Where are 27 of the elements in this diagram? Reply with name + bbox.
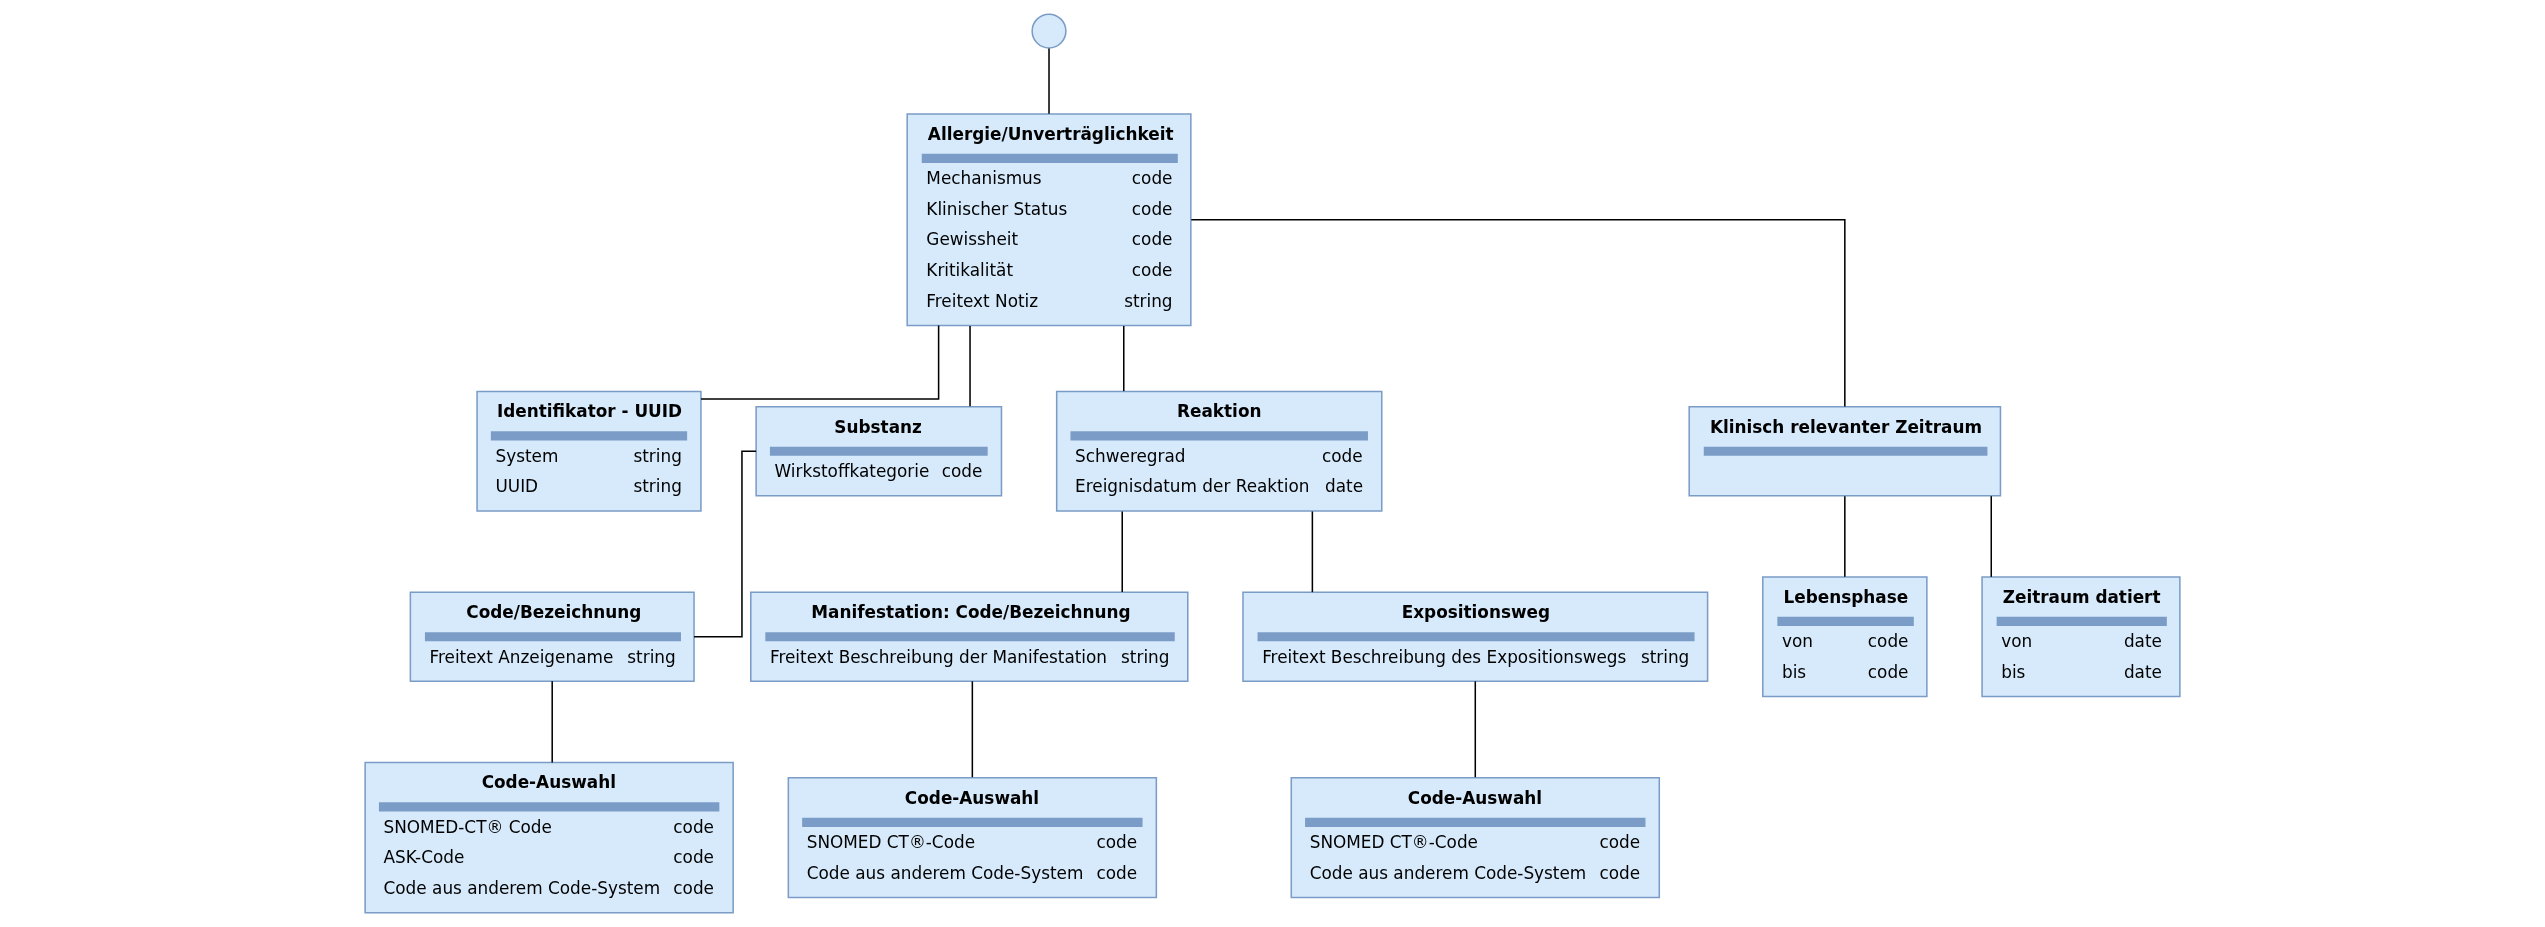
connector [1474, 680, 1477, 778]
node-box: Substanz Wirkstoffkategorie code [755, 406, 1003, 497]
node-box: Manifestation: Code/Bezeichnung Freitext Beschreibung der Manifestation string [750, 591, 1189, 682]
node-box: Code-Auswahl SNOMED CT®-Code code Code aus anderem Code-System code [787, 777, 1158, 899]
node-box: Klinisch relevanter Zeitraum [1688, 406, 2002, 497]
connector [1123, 325, 1125, 392]
connector [969, 325, 971, 408]
node-box: Identifikator - UUID System string UUID string [476, 390, 702, 512]
connector [700, 324, 940, 400]
connector [971, 680, 974, 778]
connector [1311, 510, 1314, 593]
node-box: Zeitraum datiert von date bis date [1981, 576, 2181, 698]
node-box: Reaktion Schweregrad code Ereignisdatum der Reaktion date [1055, 390, 1383, 512]
node-box: Code-Auswahl SNOMED CT®-Code code Code aus anderem Code-System code [1290, 777, 1661, 899]
connector [1121, 510, 1123, 593]
connector [1990, 495, 1993, 578]
node-box: Code-Auswahl SNOMED-CT® Code code ASK-Code code Code aus anderem Code-System code [364, 761, 734, 914]
node-box: Allergie/Unverträglichkeit Mechanismus code Klinischer Status code Gewissheit code Kritikalität code Freitext Notiz string [906, 113, 1192, 327]
node-box: Lebensphase von code bis code [1762, 576, 1928, 698]
connector [1844, 495, 1846, 578]
node-box: Expositionsweg Freitext Beschreibung des Expositionswegs string [1242, 591, 1709, 682]
node-box: Code/Bezeichnung Freitext Anzeigename string [409, 591, 695, 682]
node-circle [1031, 13, 1067, 49]
connector [1048, 47, 1050, 115]
connector [551, 680, 553, 764]
connector [1190, 218, 1846, 408]
connector [693, 450, 757, 638]
